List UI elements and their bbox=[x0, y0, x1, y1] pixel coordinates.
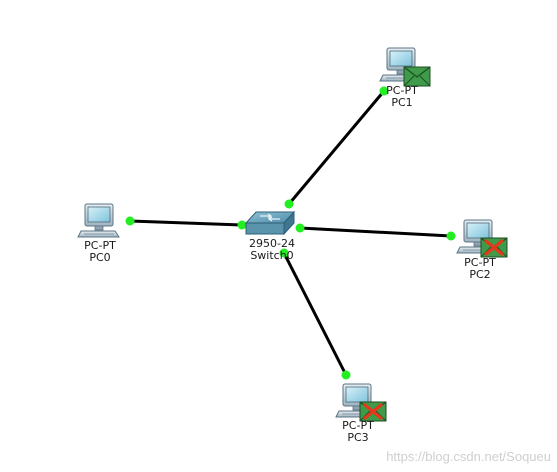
link-pc0-switch0[interactable] bbox=[129, 219, 243, 227]
pc0-icon[interactable] bbox=[77, 203, 120, 238]
pc1-name-label: PC1 bbox=[391, 96, 413, 109]
link-pc3-switch0[interactable] bbox=[282, 252, 348, 376]
link-light-pc2 bbox=[446, 231, 456, 241]
pc2-model-label: PC-PT bbox=[464, 256, 496, 269]
pc2-pdu-failed-icon[interactable] bbox=[480, 237, 508, 258]
pc0-model-label: PC-PT bbox=[84, 239, 116, 252]
pc3-name-label: PC3 bbox=[347, 431, 369, 444]
pc0-name-label: PC0 bbox=[89, 251, 111, 264]
link-light-pc0 bbox=[125, 216, 135, 226]
link-light-switch0-pc0 bbox=[237, 220, 247, 230]
link-pc1-switch0[interactable] bbox=[287, 90, 386, 205]
link-pc2-switch0[interactable] bbox=[299, 226, 452, 238]
watermark-text: https://blog.csdn.net/Soqueu bbox=[386, 449, 551, 464]
pc1-model-label: PC-PT bbox=[386, 84, 418, 97]
link-light-pc3 bbox=[341, 370, 351, 380]
switch0-icon[interactable] bbox=[244, 210, 296, 236]
switch0-name-label: Switch0 bbox=[250, 249, 294, 262]
switch0-model-label: 2950-24 bbox=[249, 237, 295, 250]
link-light-pc1 bbox=[379, 86, 389, 96]
link-light-switch0-pc3 bbox=[279, 248, 289, 258]
link-light-switch0-pc2 bbox=[295, 223, 305, 233]
pc2-name-label: PC2 bbox=[469, 268, 491, 281]
link-light-switch0-pc1 bbox=[284, 199, 294, 209]
pc3-model-label: PC-PT bbox=[342, 419, 374, 432]
